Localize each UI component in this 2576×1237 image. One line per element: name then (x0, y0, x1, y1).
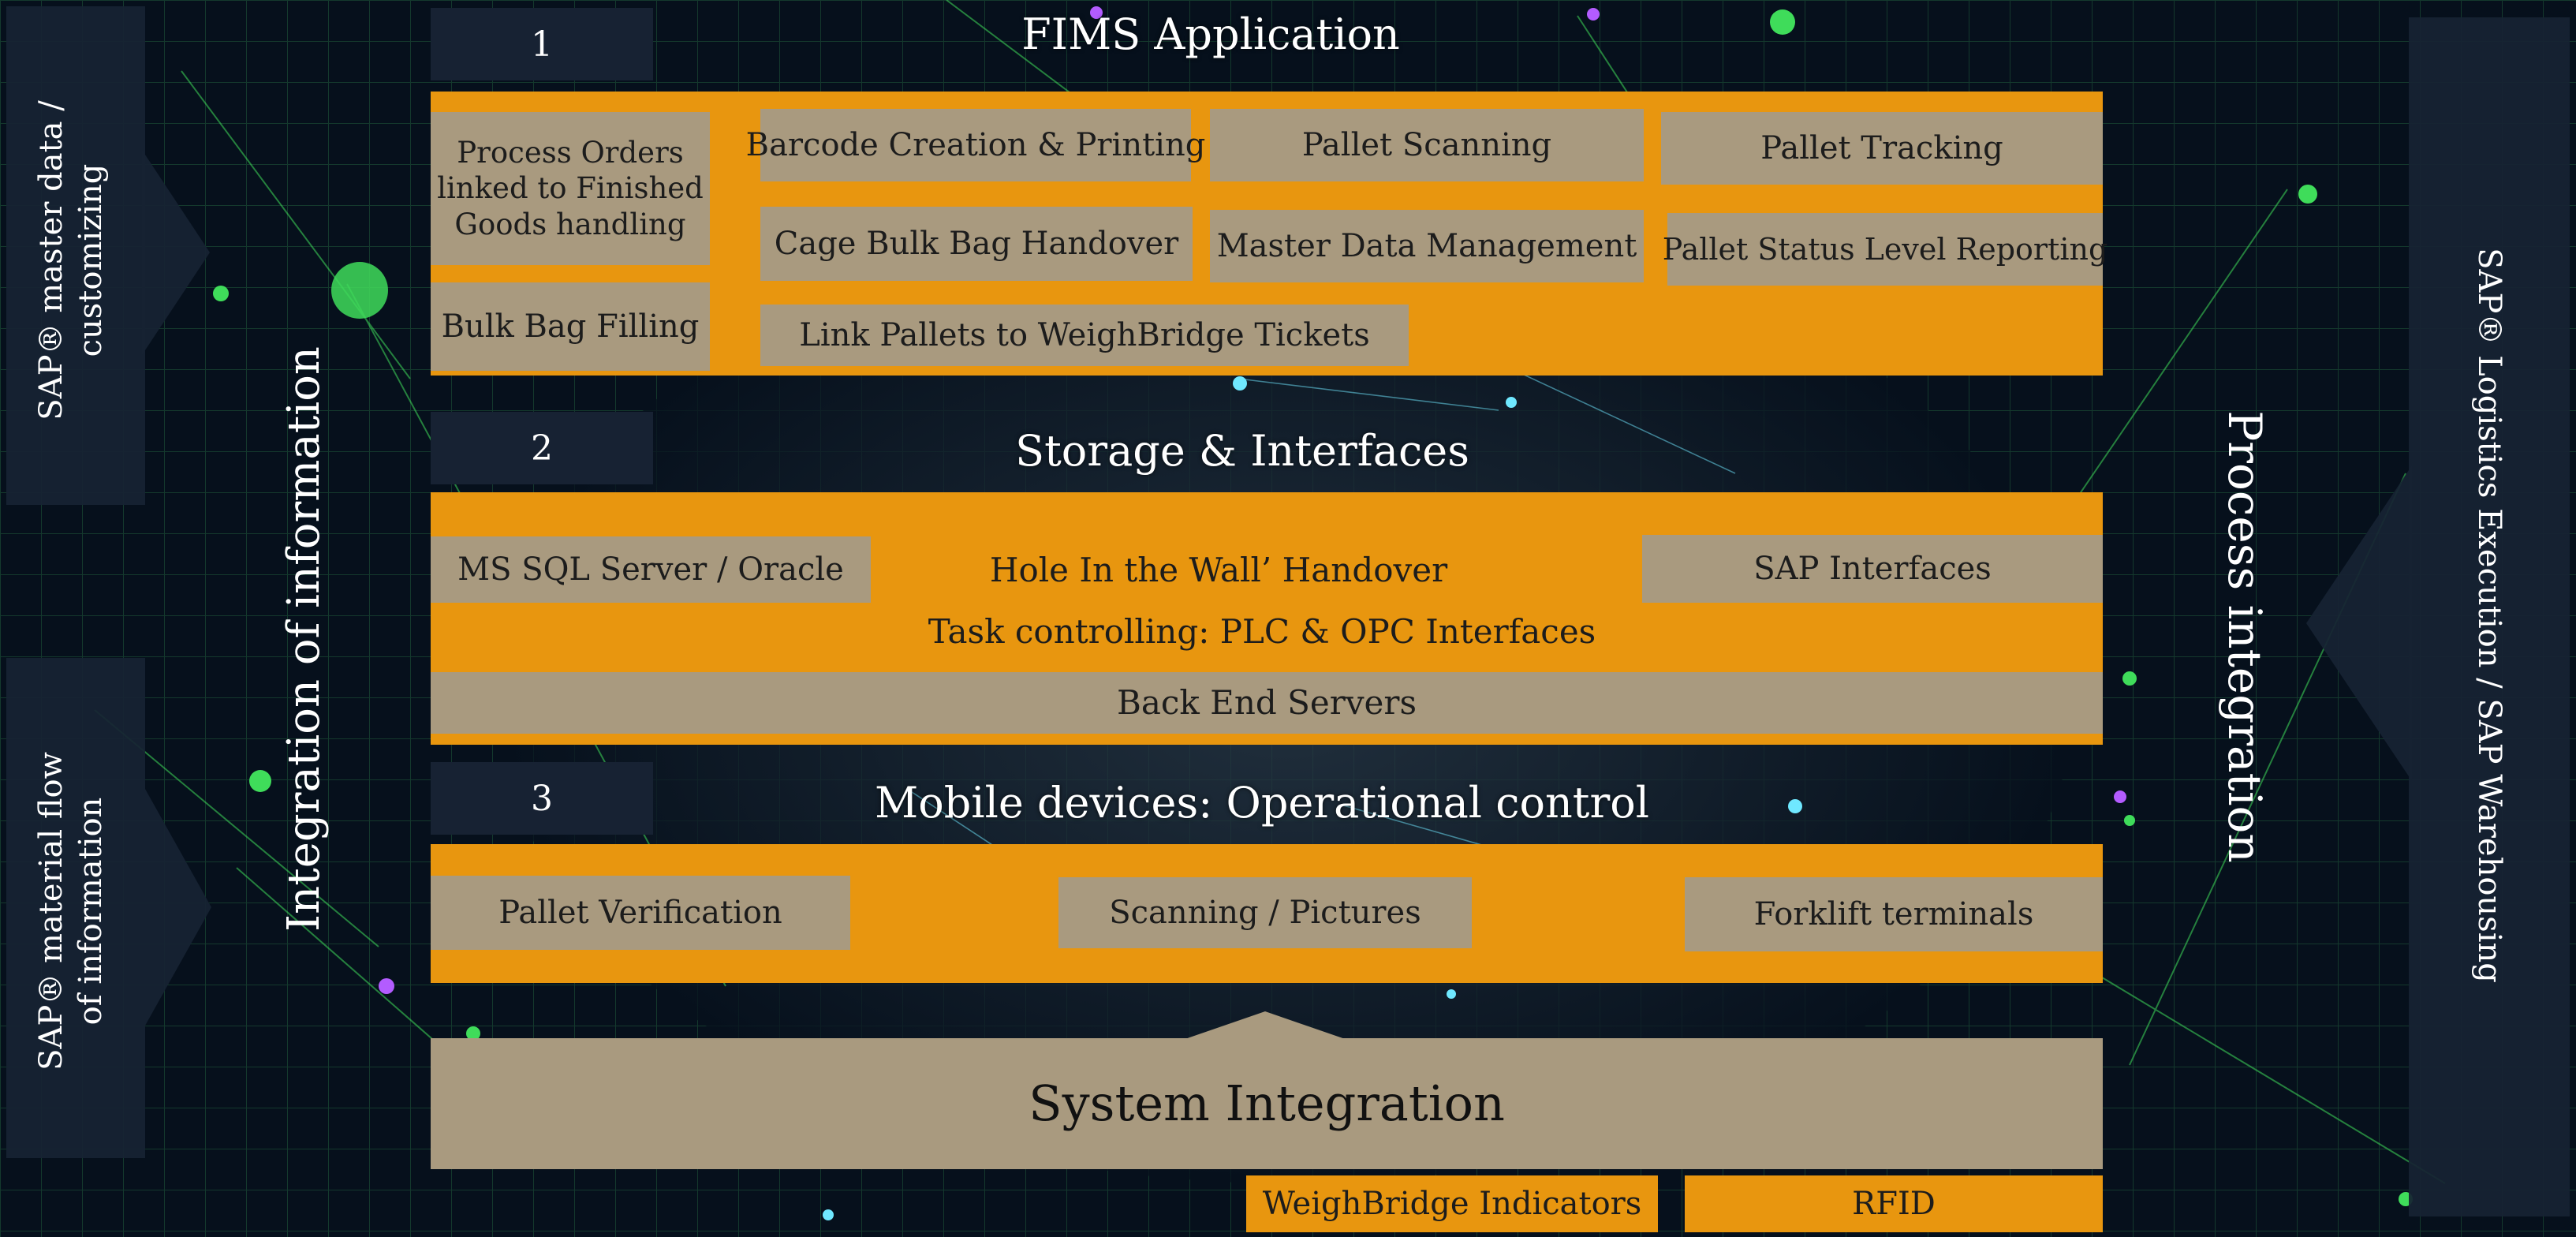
process-integration-label: Process integration (2218, 410, 2272, 863)
section-2-title: Storage & Interfaces (1015, 426, 1469, 476)
integration-of-information-label: Integration of information (278, 346, 330, 932)
left-bottom-tab (6, 658, 145, 1158)
ms-sql-box: MS SQL Server / Oracle (431, 536, 871, 603)
pallet-status-box: Pallet Status Level Reporting (1663, 213, 2107, 286)
section-2-number: 2 (431, 412, 653, 484)
bulk-bag-filling-box: Bulk Bag Filling (431, 282, 710, 371)
left-top-arrow (142, 150, 210, 355)
section-1-number: 1 (431, 8, 653, 80)
pallet-tracking-box: Pallet Tracking (1661, 112, 2103, 185)
system-integration-peak (1178, 1011, 1352, 1041)
pallet-scanning-box: Pallet Scanning (1210, 109, 1644, 181)
right-arrow (2306, 465, 2412, 781)
link-pallets-box: Link Pallets to WeighBridge Tickets (760, 305, 1409, 366)
barcode-box: Barcode Creation & Printing (746, 109, 1205, 181)
logistics-execution-label: SAP® Logistics Execution / SAP Warehousi… (2471, 248, 2507, 983)
task-controlling-label: Task controlling: PLC & OPC Interfaces (928, 611, 1596, 651)
right-tab (2409, 17, 2570, 1216)
weighbridge-indicators-box: WeighBridge Indicators (1246, 1175, 1658, 1232)
sap-interfaces-box: SAP Interfaces (1642, 535, 2103, 603)
section-3-title: Mobile devices: Operational control (874, 778, 1650, 828)
hole-in-wall-label: Hole In the Wall’ Handover (989, 550, 1448, 589)
master-data-label: SAP® master data / customizing (33, 100, 109, 420)
back-end-servers-bar: Back End Servers (431, 672, 2103, 734)
master-data-management-box: Master Data Management (1210, 210, 1644, 282)
section-1-title: FIMS Application (1021, 9, 1400, 59)
forklift-terminals-box: Forklift terminals (1685, 877, 2103, 951)
process-orders-box: Process Orders linked to Finished Goods … (431, 112, 710, 265)
section-3-number: 3 (431, 762, 653, 835)
material-flow-label: SAP® material flow of information (33, 752, 109, 1071)
system-integration-bar: System Integration (431, 1038, 2103, 1169)
rfid-box: RFID (1685, 1175, 2103, 1232)
pallet-verification-box: Pallet Verification (431, 876, 850, 950)
left-top-tab (6, 6, 145, 505)
cage-bulk-box: Cage Bulk Bag Handover (760, 207, 1193, 281)
scanning-pictures-box: Scanning / Pictures (1058, 877, 1472, 948)
left-bottom-arrow (145, 789, 211, 1026)
